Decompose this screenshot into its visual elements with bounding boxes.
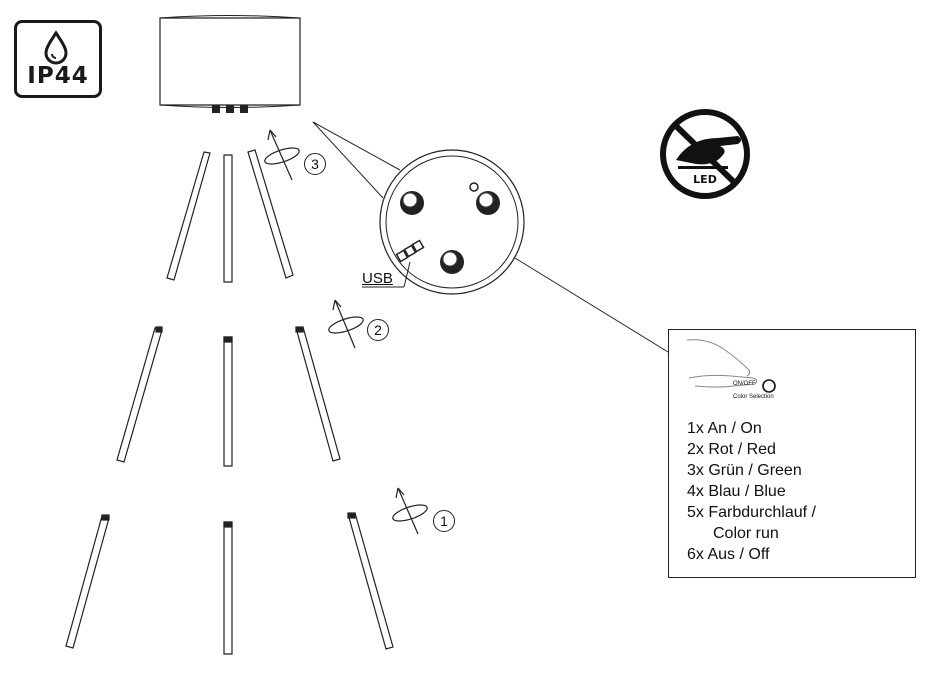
led-text: LED <box>693 173 717 186</box>
indicator-led <box>469 182 479 192</box>
ip-rating-text: IP44 <box>27 63 89 89</box>
socket-connector <box>400 191 424 215</box>
mode-item: 4x Blau / Blue <box>687 483 786 500</box>
socket-connector <box>476 191 500 215</box>
water-drop-icon <box>44 30 68 65</box>
leg-segment-1 <box>65 512 394 655</box>
control-instructions-box: ON/OFF Color Selection 1x An / On 2x Rot… <box>668 329 916 578</box>
mode-list: 1x An / On 2x Rot / Red 3x Grün / Green … <box>687 418 816 565</box>
mode-item: Color run <box>713 525 779 542</box>
on-off-button <box>762 379 776 393</box>
step-number-3: 3 <box>304 153 326 175</box>
mode-item: 1x An / On <box>687 420 762 437</box>
mode-item: 3x Grün / Green <box>687 462 802 479</box>
rotate-arrow-3-icon <box>264 129 300 181</box>
step-number-1: 1 <box>433 510 455 532</box>
leg-segment-3 <box>166 149 294 283</box>
leg-segment-2 <box>116 326 341 467</box>
rotate-arrow-2-icon <box>328 299 364 349</box>
socket-connector <box>440 250 464 274</box>
callout-lines <box>312 121 669 353</box>
mode-item: 6x Aus / Off <box>687 546 770 563</box>
finger-press-icon <box>686 339 776 393</box>
button-caption-color: Color Selection <box>733 394 774 400</box>
led-no-touch-icon: LED <box>660 109 750 199</box>
mode-item: 2x Rot / Red <box>687 441 776 458</box>
rotate-arrow-1-icon <box>392 487 428 535</box>
lamp-shade <box>159 15 301 113</box>
usb-port-icon <box>395 239 425 263</box>
usb-label: USB <box>362 270 393 287</box>
mode-item: 5x Farbdurchlauf / <box>687 504 816 521</box>
step-number-2: 2 <box>367 319 389 341</box>
socket-detail-zoom <box>362 149 525 295</box>
ip44-badge: IP44 <box>14 20 102 98</box>
button-caption-on-off: ON/OFF <box>733 381 756 387</box>
